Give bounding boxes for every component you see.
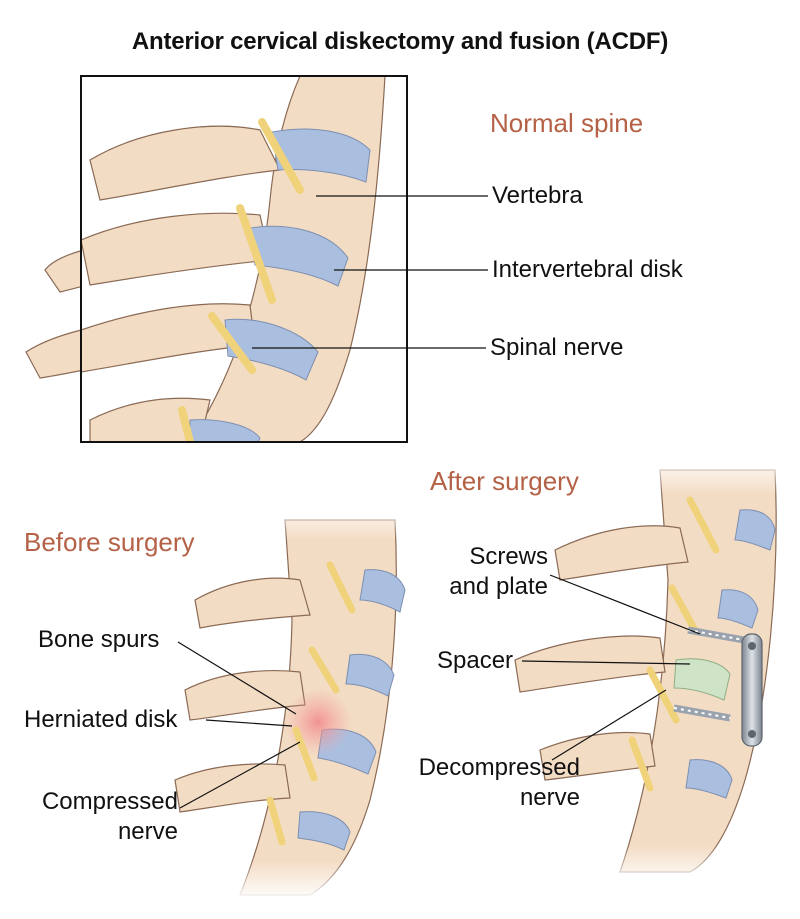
nerve xyxy=(686,496,720,554)
bone-spurs-label: Bone spurs xyxy=(38,626,160,653)
vertebra-label: Vertebra xyxy=(492,182,583,209)
decompressed-label-line2: nerve xyxy=(519,784,580,811)
spacer xyxy=(673,658,731,701)
compressed-nerve xyxy=(292,726,318,782)
nerve xyxy=(208,312,256,374)
nerve xyxy=(326,561,356,614)
nerve xyxy=(668,584,700,636)
nerve xyxy=(236,204,276,304)
decompressed-nerve xyxy=(646,666,680,724)
normal-spine-illustration xyxy=(25,75,488,443)
nerve xyxy=(178,406,194,442)
leader-line xyxy=(205,719,293,727)
disk xyxy=(345,653,395,697)
screw xyxy=(673,704,731,722)
compressed-label-line2: nerve xyxy=(117,818,178,845)
after-surgery-heading: After surgery xyxy=(430,466,579,496)
leader-line xyxy=(551,689,667,761)
spinous-process xyxy=(174,763,291,813)
screw xyxy=(687,626,745,644)
disk xyxy=(685,759,733,799)
after-surgery-illustration xyxy=(500,455,790,885)
disk xyxy=(297,811,351,851)
spinous-process xyxy=(514,635,666,693)
disk xyxy=(189,419,261,442)
disk xyxy=(359,569,406,613)
plate xyxy=(741,633,763,747)
nerve xyxy=(308,646,340,694)
compressed-label-line1: Compressed xyxy=(41,788,178,815)
leader-line xyxy=(549,574,701,635)
before-surgery-illustration xyxy=(170,500,410,900)
disk xyxy=(717,589,759,629)
leader-line xyxy=(177,641,297,715)
spinal-nerve-label: Spinal nerve xyxy=(490,334,624,361)
screws-label-line2: and plate xyxy=(449,573,548,600)
nerve xyxy=(258,118,304,194)
decompressed-label-line1: Decompressed xyxy=(418,754,580,781)
normal-spine-heading: Normal spine xyxy=(490,108,644,138)
spinous-process xyxy=(554,525,689,581)
herniated-disk-label: Herniated disk xyxy=(24,706,178,733)
nerve xyxy=(266,796,286,846)
spacer-label: Spacer xyxy=(437,647,514,674)
spinous-process xyxy=(539,731,656,781)
intervertebral-disk-label: Intervertebral disk xyxy=(492,256,683,283)
disk xyxy=(249,225,349,287)
disk xyxy=(271,128,371,183)
screws-label-line1: Screws xyxy=(469,543,548,570)
page-title: Anterior cervical diskectomy and fusion … xyxy=(131,28,669,55)
normal-spine-frame xyxy=(80,75,408,443)
nerve xyxy=(628,736,654,792)
leader-line xyxy=(179,741,301,809)
before-surgery-heading: Before surgery xyxy=(24,527,195,557)
spinous-process xyxy=(194,577,311,629)
disk xyxy=(734,509,776,551)
leader-line xyxy=(521,660,691,665)
